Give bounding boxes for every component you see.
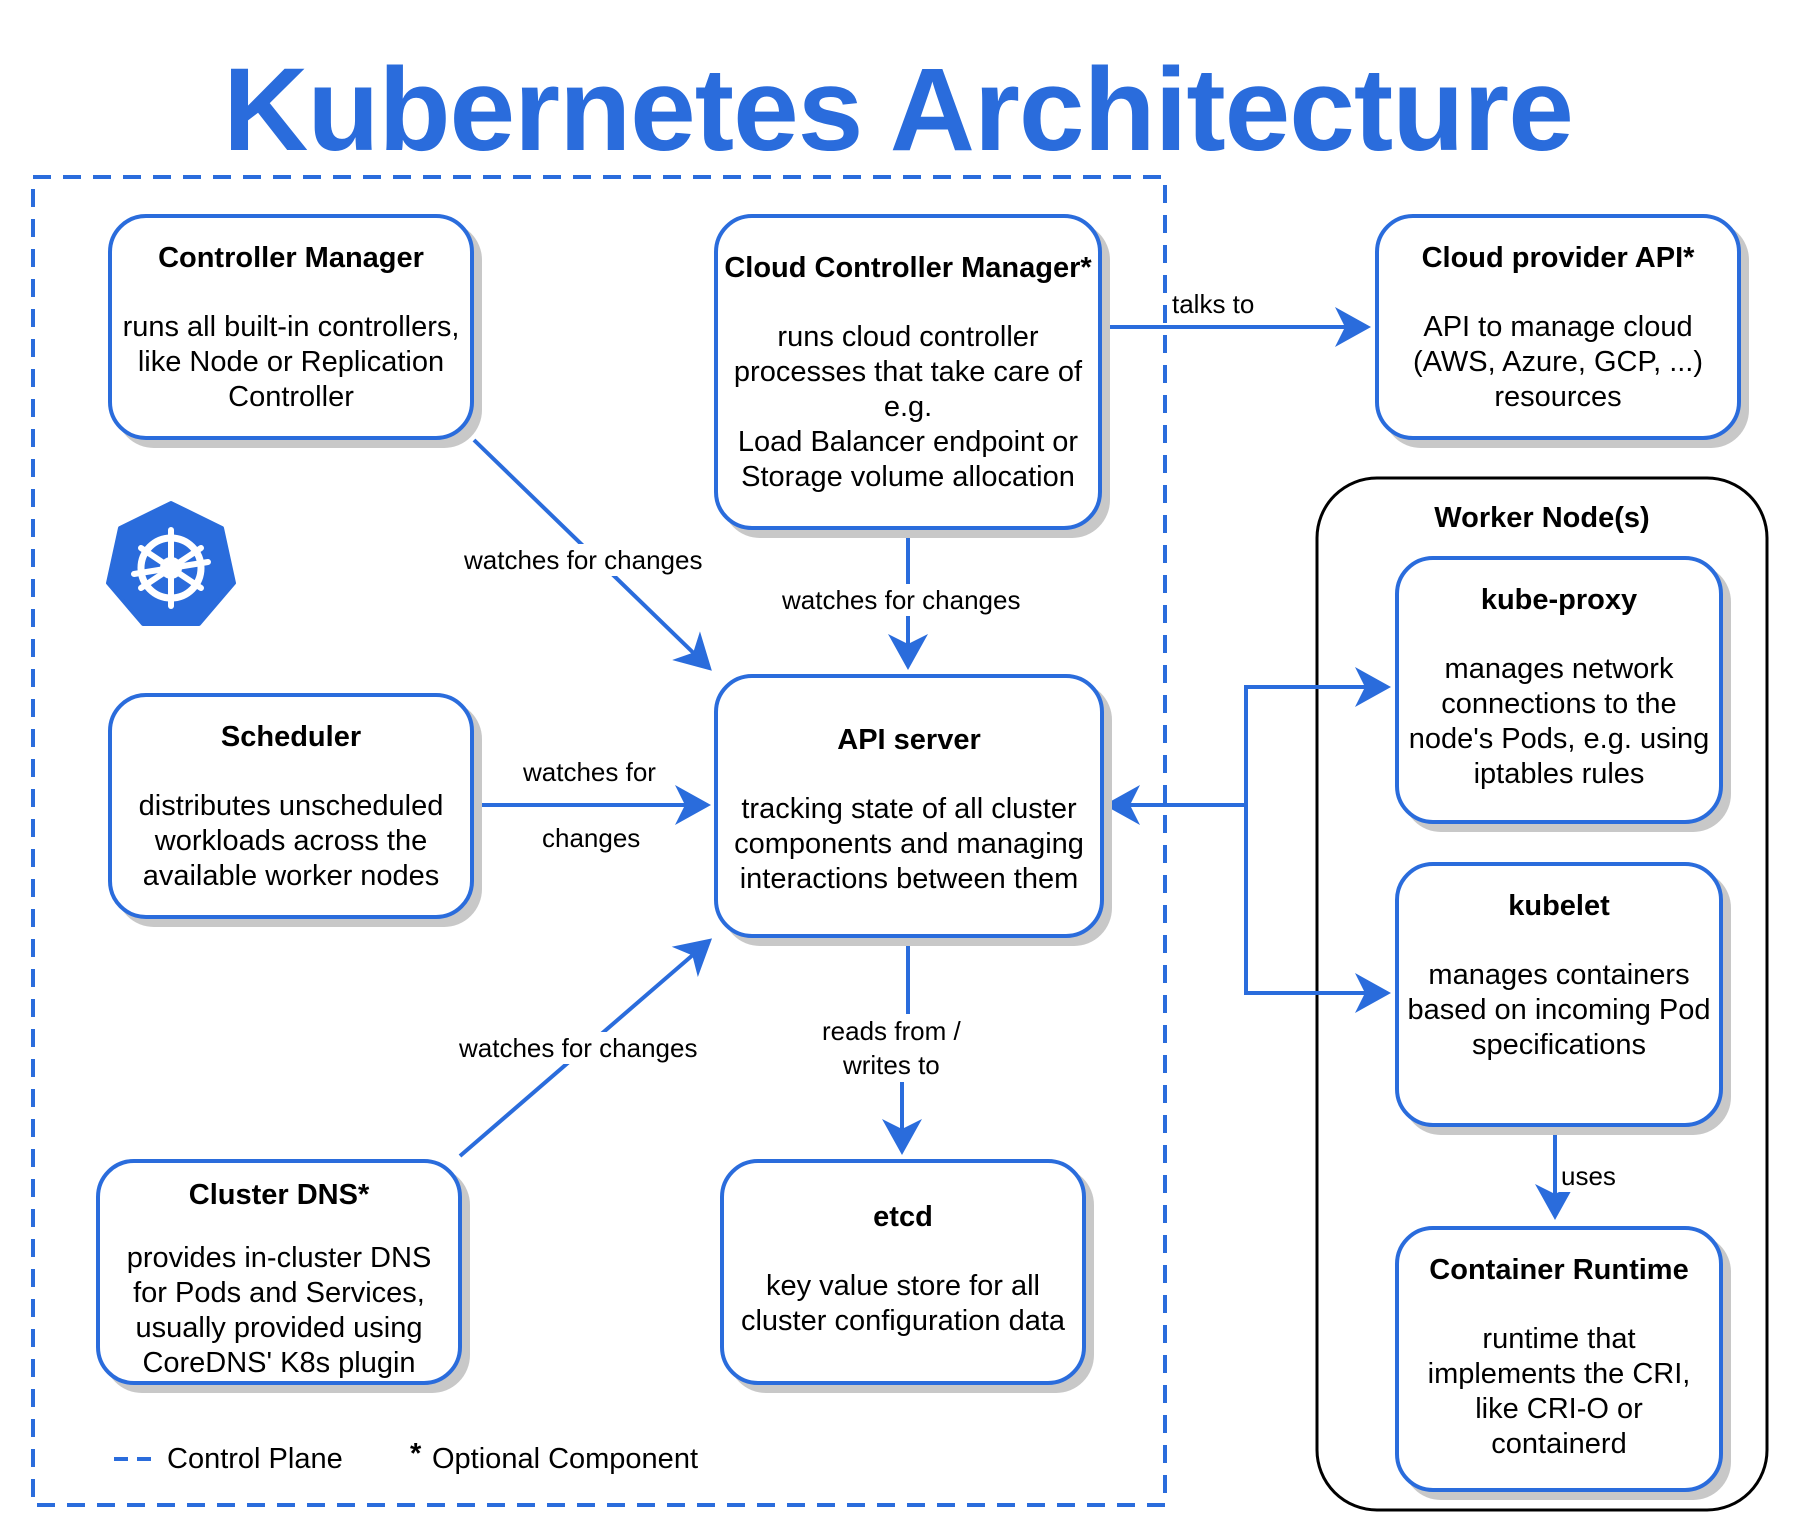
cloud-controller-manager-desc: runs cloud controller processes that tak… bbox=[733, 321, 1083, 493]
kubernetes-helm-logo-icon bbox=[106, 501, 236, 626]
cluster-dns-box[interactable]: Cluster DNS* provides in-cluster DNS for… bbox=[96, 1159, 462, 1385]
container-runtime-box[interactable]: Container Runtime runtime that implement… bbox=[1395, 1226, 1723, 1492]
kube-proxy-title: kube-proxy bbox=[1480, 584, 1638, 616]
etcd-desc: key value store for all cluster configur… bbox=[740, 1270, 1066, 1337]
edge-label-ccm-to-cloud: talks to bbox=[1172, 289, 1255, 319]
edge-label-dns-to-api: watches for changes bbox=[455, 1032, 702, 1064]
kube-proxy-box[interactable]: kube-proxy manages network connections t… bbox=[1395, 556, 1723, 824]
scheduler-desc: distributes unscheduled workloads across… bbox=[138, 790, 444, 892]
cluster-dns-title: Cluster DNS* bbox=[188, 1179, 370, 1211]
edge-label-api-to-etcd: reads from / writes to bbox=[818, 1014, 965, 1082]
edge-label-cm-to-api: watches for changes bbox=[460, 544, 707, 576]
container-runtime-desc: runtime that implements the CRI, like CR… bbox=[1427, 1323, 1691, 1460]
api-server-title: API server bbox=[837, 724, 981, 756]
legend-optional: Optional Component bbox=[432, 1443, 698, 1475]
cloud-controller-manager-title: Cloud Controller Manager* bbox=[724, 252, 1092, 284]
cluster-dns-desc: provides in-cluster DNS for Pods and Ser… bbox=[126, 1242, 432, 1379]
etcd-box[interactable]: etcd key value store for all cluster con… bbox=[720, 1159, 1086, 1385]
kube-proxy-desc: manages network connections to the node'… bbox=[1408, 653, 1710, 790]
scheduler-box[interactable]: Scheduler distributes unscheduled worklo… bbox=[108, 693, 474, 919]
edge-label-scheduler-1: watches for bbox=[519, 756, 660, 788]
api-server-desc: tracking state of all cluster components… bbox=[734, 793, 1084, 895]
legend-optional-marker: * bbox=[410, 1438, 422, 1470]
kubelet-title: kubelet bbox=[1508, 890, 1610, 922]
scheduler-title: Scheduler bbox=[220, 721, 362, 753]
edge-label-kubelet-to-runtime: uses bbox=[1557, 1160, 1620, 1192]
etcd-title: etcd bbox=[873, 1201, 933, 1233]
kubelet-desc: manages containers based on incoming Pod… bbox=[1407, 959, 1711, 1061]
cloud-controller-manager-box[interactable]: Cloud Controller Manager* runs cloud con… bbox=[714, 214, 1102, 530]
edge-label-scheduler-2: changes bbox=[538, 822, 645, 854]
controller-manager-box[interactable]: Controller Manager runs all built-in con… bbox=[108, 214, 474, 440]
legend-control-plane: Control Plane bbox=[167, 1443, 343, 1475]
api-server-box[interactable]: API server tracking state of all cluster… bbox=[714, 674, 1104, 938]
page-title: Kubernetes Architecture bbox=[223, 44, 1574, 176]
kubelet-box[interactable]: kubelet manages containers based on inco… bbox=[1395, 862, 1723, 1127]
edge-label-ccm-to-api: watches for changes bbox=[778, 584, 1025, 616]
cloud-provider-api-box[interactable]: Cloud provider API* API to manage cloud … bbox=[1375, 214, 1741, 440]
controller-manager-title: Controller Manager bbox=[158, 242, 424, 274]
container-runtime-title: Container Runtime bbox=[1429, 1254, 1689, 1286]
worker-node-title: Worker Node(s) bbox=[1434, 502, 1650, 534]
controller-manager-desc: runs all built-in controllers, like Node… bbox=[122, 311, 460, 413]
cloud-provider-api-title: Cloud provider API* bbox=[1421, 242, 1695, 274]
cloud-provider-api-desc: API to manage cloud (AWS, Azure, GCP, ..… bbox=[1412, 311, 1704, 413]
